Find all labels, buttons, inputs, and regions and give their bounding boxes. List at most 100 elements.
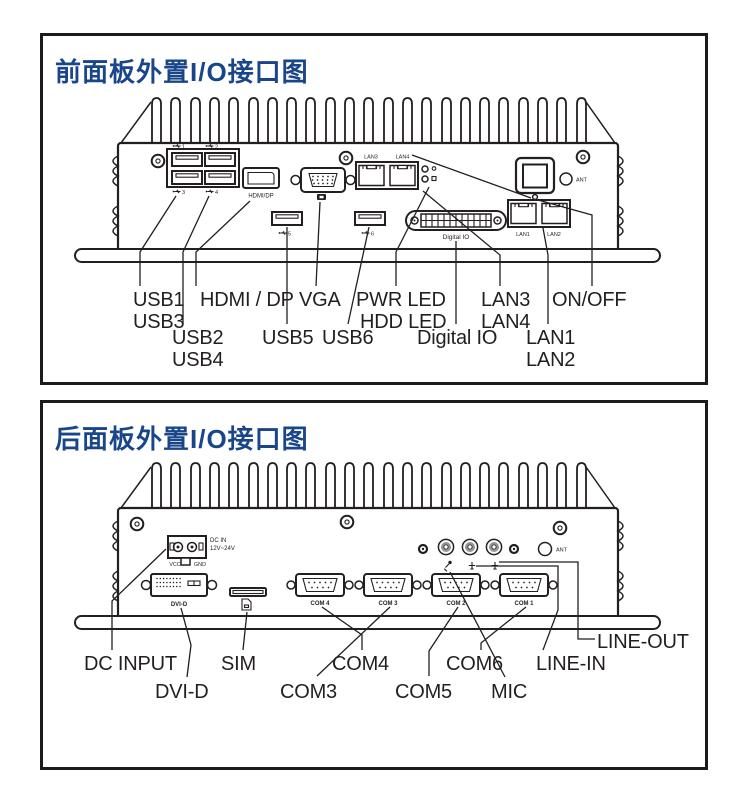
callout-usb5: USB5 bbox=[262, 327, 314, 349]
callout-line: PWR LED bbox=[356, 289, 446, 311]
callout-line: USB1 bbox=[133, 289, 185, 311]
dvi-d-silkscreen: DVI-D bbox=[171, 602, 188, 608]
callout-com6: COM6 bbox=[446, 653, 503, 675]
usb5-port: 5 bbox=[271, 211, 303, 238]
heatsink-fins-rear bbox=[120, 462, 616, 509]
mounting-plate-rear bbox=[74, 615, 661, 630]
ant-hole: ANT bbox=[559, 172, 588, 186]
leader-com4 bbox=[321, 606, 363, 650]
hdmi-dp-silkscreen: HDMI/DP bbox=[248, 194, 273, 200]
callout-usb1-usb3: USB1 USB3 bbox=[133, 289, 185, 333]
leader-vga bbox=[315, 201, 321, 287]
callout-sim: SIM bbox=[221, 653, 256, 675]
leader-com3 bbox=[316, 606, 391, 677]
leader-dc-input bbox=[111, 548, 167, 650]
usb4-silkscreen: 4 bbox=[215, 190, 218, 196]
callout-line-out: LINE-OUT bbox=[597, 631, 689, 653]
leader-line-out bbox=[499, 561, 595, 640]
leader-onoff bbox=[537, 199, 593, 286]
usb2-silkscreen: 2 bbox=[215, 145, 218, 151]
leader-hdmi-dp bbox=[195, 200, 251, 286]
ant-rear-silkscreen: ANT bbox=[556, 548, 568, 554]
callout-vga: VGA bbox=[299, 289, 341, 311]
usb6-port: 6 bbox=[354, 211, 386, 238]
side-fins-rear bbox=[112, 520, 624, 602]
callout-line: USB2 bbox=[172, 327, 224, 349]
leader-usb2-usb4 bbox=[182, 195, 210, 324]
callout-line-in: LINE-IN bbox=[536, 653, 606, 675]
callout-line: LAN4 bbox=[481, 311, 531, 333]
leader-dvi-d bbox=[180, 607, 192, 678]
leader-pwr-hdd-led bbox=[395, 186, 430, 286]
callout-line: LAN3 bbox=[481, 289, 531, 311]
leader-sim bbox=[242, 611, 248, 651]
callout-onoff: ON/OFF bbox=[552, 289, 627, 311]
lan2-silkscreen: LAN2 bbox=[547, 232, 561, 238]
leader-line-in bbox=[476, 565, 559, 651]
usb5-silkscreen: 5 bbox=[288, 232, 291, 238]
callout-com4: COM4 bbox=[332, 653, 389, 675]
ant-hole-rear: ANT bbox=[537, 541, 568, 557]
front-device-drawing: 1 2 3 4 HDMI/DP LAN3 LAN4 bbox=[74, 97, 661, 263]
com2-port: COM 2 bbox=[422, 573, 490, 607]
leader-usb6 bbox=[347, 226, 370, 325]
vga-port bbox=[290, 167, 356, 200]
lan3-silkscreen: LAN3 bbox=[364, 155, 378, 161]
lan4-silkscreen: LAN4 bbox=[396, 155, 410, 161]
rear-panel-title: 后面板外置I/O接口图 bbox=[55, 424, 309, 454]
com1-port: COM 1 bbox=[490, 573, 558, 607]
com1-silkscreen: COM 1 bbox=[514, 601, 534, 607]
ant-silkscreen: ANT bbox=[576, 178, 588, 184]
rear-leader-lines bbox=[111, 548, 595, 678]
digital-io-silkscreen: Digital IO bbox=[443, 234, 470, 241]
leader-lan1-lan2 bbox=[542, 227, 549, 324]
callout-usb2-usb4: USB2 USB4 bbox=[172, 327, 224, 371]
callout-lan1-lan2: LAN1 LAN2 bbox=[526, 327, 575, 371]
callout-line: LAN2 bbox=[526, 349, 576, 371]
usb1-silkscreen: 1 bbox=[182, 145, 185, 151]
heatsink-fins-front bbox=[120, 97, 616, 144]
callout-pwr-hdd-led: PWR LED HDD LED bbox=[356, 289, 447, 333]
callout-com3: COM3 bbox=[280, 681, 337, 703]
callout-line: USB3 bbox=[133, 311, 185, 333]
rear-device-drawing: DC IN 12V~24V VCC GND DVI-D COM 4 COM 3 bbox=[74, 462, 661, 630]
callout-line: USB4 bbox=[172, 349, 224, 371]
callout-usb6: USB6 bbox=[322, 327, 374, 349]
callout-digital-io: Digital IO bbox=[417, 327, 498, 349]
leader-lan3-lan4 bbox=[422, 190, 501, 286]
hdmi-dp-port: HDMI/DP bbox=[242, 167, 280, 200]
callout-mic: MIC bbox=[491, 681, 528, 703]
front-panel-title: 前面板外置I/O接口图 bbox=[55, 57, 309, 87]
power-button bbox=[514, 156, 556, 201]
callout-hdmi-dp: HDMI / DP bbox=[200, 289, 294, 311]
dc-in-range-silkscreen: 12V~24V bbox=[210, 546, 235, 552]
leader-com5 bbox=[428, 606, 459, 676]
callout-line: HDD LED bbox=[360, 311, 447, 333]
usb3-silkscreen: 3 bbox=[182, 190, 185, 196]
dc-in-silkscreen: DC IN bbox=[210, 538, 226, 544]
callout-com5: COM5 bbox=[395, 681, 452, 703]
callout-dc-input: DC INPUT bbox=[84, 653, 177, 675]
sim-card-icon bbox=[241, 598, 252, 611]
callout-dvi-d: DVI-D bbox=[155, 681, 209, 703]
leader-mic bbox=[449, 571, 506, 678]
leader-lan4-to-led bbox=[411, 154, 532, 199]
digital-io-connector: Digital IO bbox=[405, 210, 507, 241]
side-fins-front bbox=[112, 155, 624, 237]
lan3-lan4-ports: LAN3 LAN4 bbox=[355, 155, 419, 190]
com4-port: COM 4 bbox=[286, 573, 354, 607]
power-led bbox=[531, 193, 539, 201]
dvi-d-port: DVI-D bbox=[140, 573, 218, 608]
com2-silkscreen: COM 2 bbox=[446, 601, 466, 607]
front-leader-lines bbox=[139, 154, 593, 325]
dc-in-connector: DC IN 12V~24V VCC GND bbox=[167, 535, 235, 568]
com4-silkscreen: COM 4 bbox=[310, 601, 330, 607]
gnd-silkscreen: GND bbox=[194, 562, 206, 568]
callout-line: LAN1 bbox=[526, 327, 576, 349]
com3-port: COM 3 bbox=[354, 573, 422, 607]
leader-usb1-usb3 bbox=[139, 195, 177, 286]
mic-icon bbox=[443, 560, 452, 572]
leader-com6 bbox=[480, 606, 527, 650]
usb6-silkscreen: 6 bbox=[371, 232, 374, 238]
